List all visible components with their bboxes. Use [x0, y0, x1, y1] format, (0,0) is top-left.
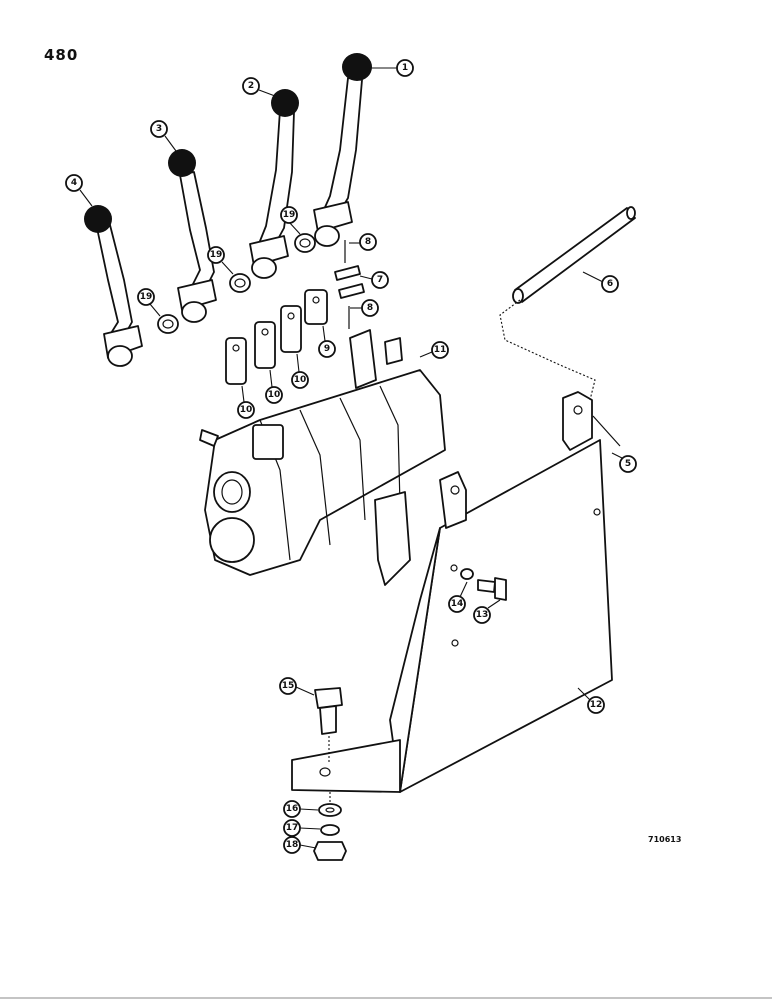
svg-text:8: 8 — [365, 237, 371, 247]
callout-10-left: 10 — [237, 401, 255, 419]
callout-10-middle: 10 — [265, 386, 283, 404]
svg-text:17: 17 — [286, 823, 299, 833]
svg-text:9: 9 — [324, 344, 330, 354]
callout-1: 1 — [396, 59, 414, 77]
svg-text:12: 12 — [590, 700, 603, 710]
hardware-stack — [313, 792, 347, 861]
svg-text:15: 15 — [282, 681, 295, 691]
callout-2: 2 — [242, 77, 260, 95]
callout-12: 12 — [587, 696, 605, 714]
control-lever-3 — [168, 149, 217, 323]
svg-text:16: 16 — [286, 804, 299, 814]
svg-text:4: 4 — [71, 178, 77, 188]
callout-3: 3 — [150, 120, 168, 138]
control-lever-4 — [84, 205, 143, 367]
callout-17: 17 — [283, 819, 301, 837]
callout-13: 13 — [473, 606, 491, 624]
callout-19-right: 19 — [280, 206, 298, 224]
callout-14: 14 — [448, 595, 466, 613]
pins — [334, 240, 365, 329]
links — [225, 289, 328, 385]
callout-9: 9 — [318, 340, 336, 358]
svg-text:11: 11 — [434, 345, 447, 355]
callout-6: 6 — [601, 275, 619, 293]
leader-lines — [79, 67, 623, 849]
svg-text:10: 10 — [294, 375, 307, 385]
callout-19-middle: 19 — [207, 246, 225, 264]
callout-7: 7 — [371, 271, 389, 289]
svg-text:8: 8 — [367, 303, 373, 313]
callout-4: 4 — [65, 174, 83, 192]
svg-text:6: 6 — [607, 279, 613, 289]
svg-text:19: 19 — [140, 292, 153, 302]
svg-text:2: 2 — [248, 81, 254, 91]
svg-text:19: 19 — [210, 250, 223, 260]
svg-text:10: 10 — [240, 405, 253, 415]
svg-text:5: 5 — [625, 459, 631, 469]
mounting-bracket — [291, 391, 613, 793]
control-lever-2 — [249, 89, 299, 279]
callout-18: 18 — [283, 836, 301, 854]
callout-8-lower: 8 — [361, 299, 379, 317]
svg-text:13: 13 — [476, 610, 489, 620]
callout-8-upper: 8 — [359, 233, 377, 251]
svg-text:3: 3 — [156, 124, 162, 134]
callout-11: 11 — [431, 341, 449, 359]
callout-19-left: 19 — [137, 288, 155, 306]
figure-code: 710613 — [648, 835, 682, 844]
svg-text:1: 1 — [402, 63, 408, 73]
rod — [499, 206, 636, 447]
svg-text:14: 14 — [451, 599, 464, 609]
svg-text:19: 19 — [283, 210, 296, 220]
callout-16: 16 — [283, 800, 301, 818]
callout-15: 15 — [279, 677, 297, 695]
bolt-15 — [314, 687, 343, 762]
svg-text:10: 10 — [268, 390, 281, 400]
callout-5: 5 — [619, 455, 637, 473]
bolt-13 — [460, 568, 507, 601]
control-valve — [199, 329, 446, 586]
svg-text:7: 7 — [377, 275, 383, 285]
control-lever-1 — [313, 53, 372, 247]
callout-10-right: 10 — [291, 371, 309, 389]
svg-text:18: 18 — [286, 840, 299, 850]
page-number: 480 — [44, 46, 79, 64]
washer-19 — [157, 233, 316, 334]
